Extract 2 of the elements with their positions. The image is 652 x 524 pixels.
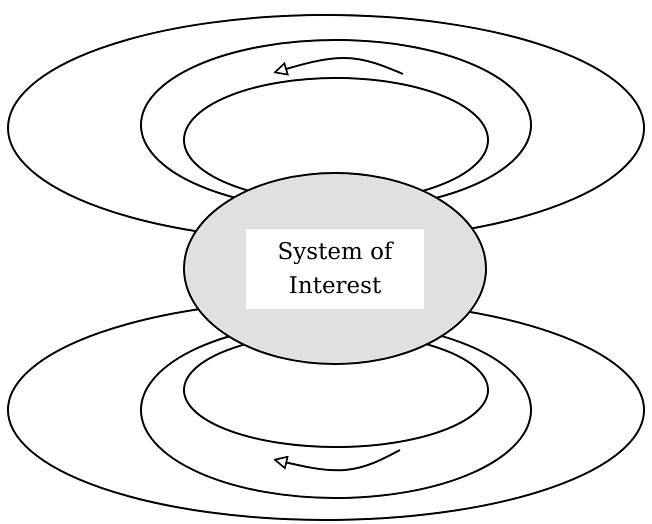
node-label: System of Interest [246,228,424,308]
system-ellipse [183,172,487,365]
